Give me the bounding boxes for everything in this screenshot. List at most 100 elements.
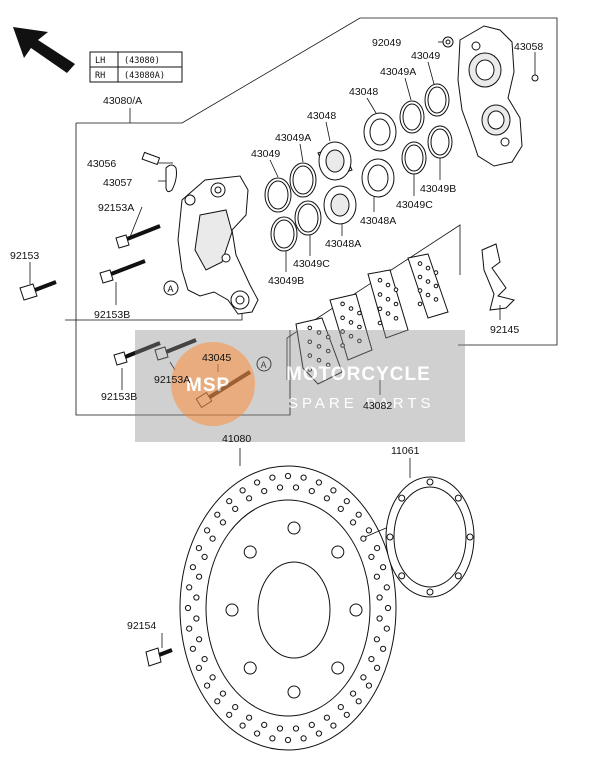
disc-mount-hole	[225, 603, 239, 617]
disc-perforation-hole	[376, 615, 383, 622]
piston	[361, 158, 395, 198]
bolt-92153a-upper	[115, 224, 161, 249]
side-legend: LH (43080) RH (43080A)	[89, 51, 183, 83]
pad-dot	[393, 287, 399, 293]
gasket	[385, 476, 475, 598]
gasket-hole	[466, 533, 474, 541]
disc-perforation-hole	[284, 736, 292, 744]
disc-perforation-hole	[269, 735, 276, 742]
disc-perforation-hole	[380, 645, 387, 652]
bleeder-valve	[141, 151, 177, 193]
disc-perforation-hole	[343, 711, 350, 718]
pad-dot	[377, 306, 383, 312]
piston	[317, 141, 353, 181]
caliper-right-half	[457, 25, 523, 167]
disc-perforation-hole	[365, 682, 372, 689]
legend-row-lh-code: (43080)	[124, 56, 160, 66]
brake-pad	[367, 269, 409, 339]
callout-92049: 92049	[372, 37, 401, 49]
callout-43057: 43057	[103, 177, 132, 189]
disc-mount-hole	[243, 545, 257, 559]
pad-dot	[425, 279, 431, 284]
disc-mount-hole	[349, 603, 363, 617]
pad-dot	[433, 283, 439, 289]
callout-43048-right: 43048	[349, 86, 378, 98]
seal-ring	[289, 162, 317, 198]
reference-marker-a2: A	[256, 356, 272, 372]
callout-43049c-right: 43049C	[396, 199, 433, 211]
disc-perforation-hole	[350, 519, 357, 526]
gasket-hole	[454, 494, 462, 502]
seal-ring	[427, 125, 453, 159]
disc-perforation-hole	[195, 664, 202, 672]
brake-pad	[329, 293, 373, 361]
brake-pad	[295, 317, 343, 385]
disc-perforation-hole	[232, 704, 239, 711]
watermark-badge: MSP	[186, 375, 230, 396]
pad-dot	[393, 301, 399, 307]
disc-perforation-hole	[343, 498, 350, 505]
disc-perforation-hole	[195, 545, 202, 552]
pad-dot	[307, 353, 313, 358]
pad-dot	[357, 338, 362, 344]
disc-perforation-hole	[254, 730, 261, 737]
callout-43049-left: 43049	[251, 148, 280, 160]
disc-perforation-hole	[350, 690, 357, 697]
seal-ring	[270, 216, 298, 252]
disc-perforation-hole	[383, 625, 390, 632]
disc-perforation-hole	[196, 573, 203, 580]
disc-perforation-hole	[330, 722, 337, 729]
disc-perforation-hole	[254, 479, 261, 486]
disc-perforation-hole	[360, 535, 367, 542]
disc-perforation-hole	[214, 511, 221, 518]
watermark: MSP MOTORCYCLE SPARE PARTS	[135, 330, 465, 442]
disc-perforation-hole	[186, 625, 193, 632]
disc-perforation-hole	[355, 511, 362, 518]
front-direction-arrow-icon	[13, 27, 75, 73]
pad-dot	[433, 297, 439, 302]
legend-row-lh-side: LH	[95, 56, 105, 66]
disc-perforation-hole	[239, 487, 246, 494]
pad-dot	[377, 292, 383, 297]
pad-dot	[340, 301, 345, 307]
disc-perforation-hole	[226, 498, 233, 505]
disc-perforation-hole	[276, 484, 284, 491]
leader-lines	[29, 41, 536, 648]
disc-perforation-hole	[330, 487, 337, 494]
disc-perforation-hole	[189, 564, 196, 571]
disc-perforation-hole	[383, 584, 390, 591]
seal-ring	[294, 200, 322, 236]
disc-perforation-hole	[292, 725, 300, 732]
disc-perforation-hole	[300, 735, 307, 742]
disc-perforation-hole	[323, 495, 330, 502]
callout-43048a-mid: 43048A	[325, 238, 361, 250]
pad-dot	[307, 325, 313, 331]
pad-dot	[340, 329, 345, 334]
pad-dot	[325, 362, 331, 368]
disc-mount-hole	[287, 685, 301, 699]
disc-perforation-hole	[292, 484, 300, 491]
seal-ring	[401, 141, 427, 175]
disc-perforation-hole	[239, 722, 246, 729]
watermark-sub: SPARE PARTS	[288, 395, 435, 412]
disc-perforation-hole	[232, 505, 239, 512]
bolt-92153	[19, 280, 57, 301]
disc-perforation-hole	[337, 505, 344, 512]
callout-labels: 43080/A 43056 43057 92153A 92153 92153B …	[10, 37, 543, 632]
callout-43058: 43058	[514, 41, 543, 53]
disc-perforation-hole	[219, 519, 226, 526]
callout-43049a-right: 43049A	[380, 66, 416, 78]
pad-dot	[357, 324, 362, 330]
pad-dot	[316, 330, 322, 335]
disc-perforation-hole	[315, 730, 322, 737]
disc-perforation-hole	[186, 584, 193, 591]
disc-perforation-hole	[374, 545, 381, 552]
disc-perforation-hole	[374, 664, 381, 672]
piston	[323, 185, 357, 225]
pad-dot	[393, 316, 399, 321]
pad-dot	[340, 343, 345, 348]
reference-marker-a1: A	[163, 280, 179, 296]
disc-perforation-hole	[308, 721, 315, 729]
pad-dot	[348, 306, 354, 311]
